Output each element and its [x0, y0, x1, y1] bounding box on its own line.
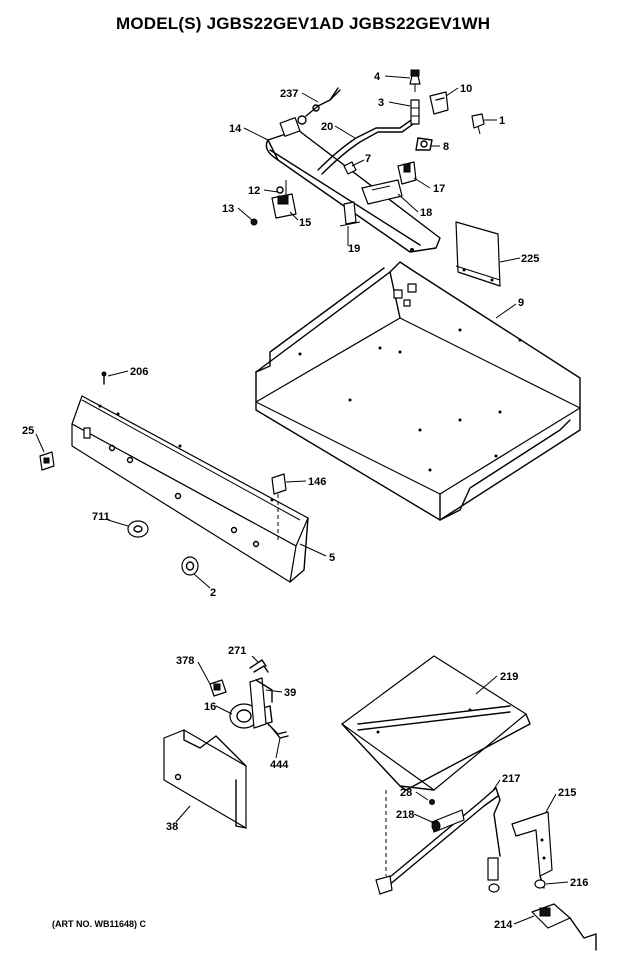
washer-216 [534, 879, 546, 889]
bracket-18 [361, 179, 403, 205]
label-18: 18 [420, 207, 432, 219]
label-4: 4 [374, 71, 381, 83]
valve-17 [397, 161, 417, 185]
label-206: 206 [130, 366, 148, 378]
orifice-hood-4 [409, 69, 421, 92]
clip-25 [39, 451, 55, 471]
tube-271 [249, 659, 269, 673]
bracket-146 [271, 473, 287, 540]
tube-444 [267, 723, 289, 739]
label-216: 216 [570, 877, 588, 889]
label-214: 214 [494, 919, 513, 931]
cover-38 [163, 729, 247, 829]
label-218: 218 [396, 809, 414, 821]
gas-tube-20 [317, 117, 417, 175]
screw-28 [429, 799, 435, 805]
rod-217 [375, 787, 501, 895]
tube-clip-8 [415, 137, 433, 151]
label-16: 16 [204, 701, 216, 713]
diagram-title: MODEL(S) JGBS22GEV1AD JGBS22GEV1WH [116, 14, 491, 33]
support-19 [339, 201, 361, 227]
label-38: 38 [166, 821, 178, 833]
label-378: 378 [176, 655, 194, 667]
orifice-holder-3 [410, 99, 420, 125]
label-9: 9 [518, 297, 524, 309]
label-2: 2 [210, 587, 216, 599]
valve-assy-15 [271, 180, 297, 219]
label-444: 444 [270, 759, 289, 771]
label-8: 8 [443, 141, 449, 153]
orifice-237 [305, 87, 341, 117]
label-25: 25 [22, 425, 34, 437]
label-215: 215 [558, 787, 576, 799]
screw-1 [471, 113, 485, 135]
label-19: 19 [348, 243, 360, 255]
grommet-2 [181, 556, 199, 576]
grommet-711 [127, 520, 149, 538]
label-3: 3 [378, 97, 384, 109]
bracket-215 [511, 811, 553, 889]
electrode-218 [431, 809, 465, 833]
label-15: 15 [299, 217, 311, 229]
leader-lines [35, 75, 569, 925]
label-711: 711 [92, 511, 110, 523]
burner-box-9 [255, 261, 581, 521]
label-39: 39 [284, 687, 296, 699]
label-219: 219 [500, 671, 518, 683]
bracket-10 [429, 91, 449, 115]
manifold-panel-5 [71, 395, 309, 583]
label-14: 14 [229, 123, 242, 135]
screw-206 [101, 371, 107, 385]
art-number-footer: (ART NO. WB11648) C [52, 919, 147, 929]
label-10: 10 [460, 83, 472, 95]
heat-shield-225 [455, 221, 501, 287]
label-28: 28 [400, 787, 412, 799]
label-237: 237 [280, 88, 298, 100]
bracket-39 [249, 677, 273, 729]
knob-378 [209, 679, 227, 697]
fitting-12 [276, 186, 284, 194]
igniter-214 [531, 903, 597, 951]
label-1: 1 [499, 115, 505, 127]
label-146: 146 [308, 476, 326, 488]
part-labels: 4 10 237 3 1 14 20 8 7 12 17 13 15 18 19… [22, 71, 588, 931]
label-7: 7 [365, 153, 371, 165]
shield-219 [341, 655, 531, 791]
label-271: 271 [228, 645, 246, 657]
label-17: 17 [433, 183, 445, 195]
label-225: 225 [521, 253, 539, 265]
label-13: 13 [222, 203, 234, 215]
manifold-pipe [265, 115, 441, 253]
label-12: 12 [248, 185, 260, 197]
label-20: 20 [321, 121, 333, 133]
label-5: 5 [329, 552, 335, 564]
igniter-parts [487, 857, 500, 893]
nut-13 [250, 218, 258, 226]
label-217: 217 [502, 773, 520, 785]
